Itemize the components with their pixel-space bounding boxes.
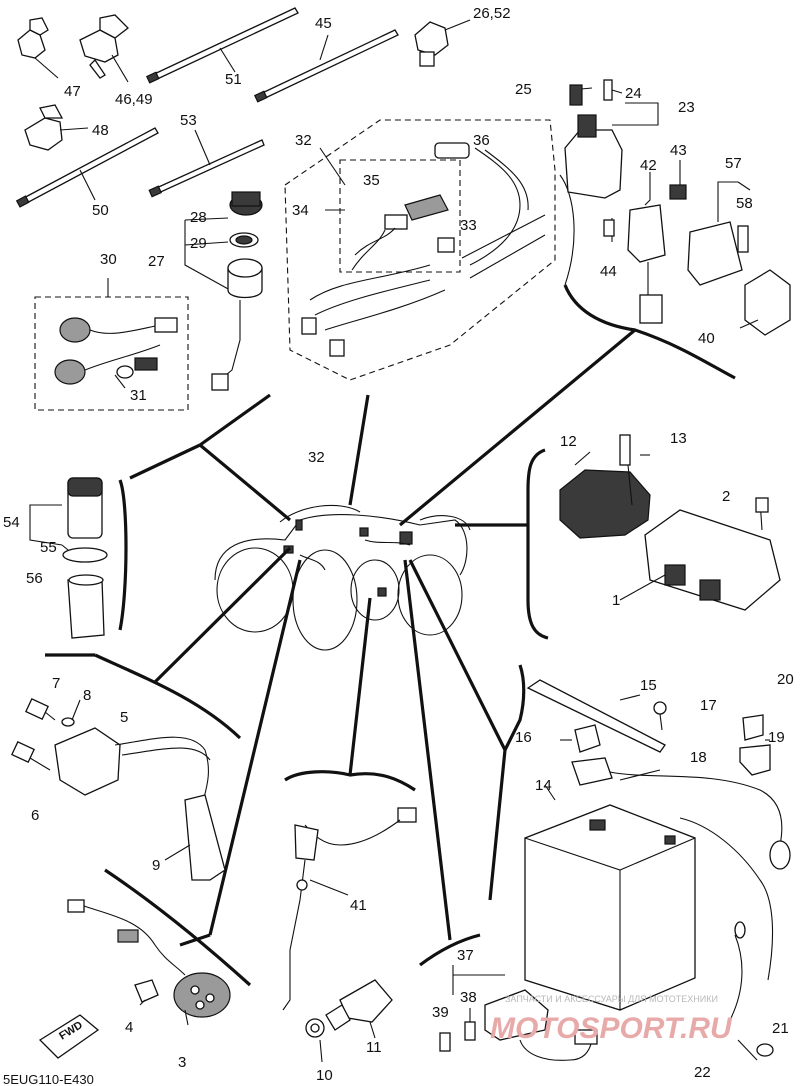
label-38: 38 [460, 989, 477, 1006]
label-53: 53 [180, 112, 197, 129]
vehicle-outline [214, 504, 471, 651]
label-25: 25 [515, 81, 532, 98]
label-15: 15 [640, 677, 657, 694]
watermark: ЗАПЧАСТИ И АКСЕССУАРЫ ДЛЯ МОТОТЕХНИКИ MO… [490, 994, 733, 1045]
bulb-group-30-31 [34, 278, 189, 411]
neutral-switch-11 [305, 979, 393, 1063]
label-45: 45 [315, 15, 332, 32]
label-10: 10 [316, 1067, 333, 1084]
cable-tie-50 [15, 127, 159, 208]
label-18: 18 [690, 749, 707, 766]
label-17: 17 [700, 697, 717, 714]
pickup-coil-group [38, 899, 231, 1059]
label-50: 50 [92, 202, 109, 219]
wire-clamp-26-52 [414, 19, 471, 67]
battery-group [524, 679, 791, 1061]
label-23: 23 [678, 99, 695, 116]
label-13: 13 [670, 430, 687, 447]
label-22: 22 [694, 1064, 711, 1081]
label-54: 54 [3, 514, 20, 531]
label-43: 43 [670, 142, 687, 159]
label-48: 48 [92, 122, 109, 139]
label-56: 56 [26, 570, 43, 587]
callout-lines [45, 284, 736, 987]
label-12: 12 [560, 433, 577, 450]
label-33: 33 [460, 217, 477, 234]
starter-relay-group [559, 79, 791, 336]
label-2: 2 [722, 488, 730, 505]
label-35: 35 [363, 172, 380, 189]
main-switch-27 [184, 191, 263, 391]
ignition-coil-group [11, 697, 226, 881]
label-58: 58 [736, 195, 753, 212]
label-20: 20 [777, 671, 794, 688]
wire-clamp-47 [17, 17, 59, 79]
label-51: 51 [225, 71, 242, 88]
label-36: 36 [473, 132, 490, 149]
label-6: 6 [31, 807, 39, 824]
label-39: 39 [432, 1004, 449, 1021]
rectifier-cdi-group [559, 434, 781, 611]
label-41: 41 [350, 897, 367, 914]
label-30: 30 [100, 251, 117, 268]
label-8: 8 [83, 687, 91, 704]
watermark-brand: MOTOSPORT.RU [490, 1012, 733, 1045]
wire-clamp-46-49 [79, 14, 129, 83]
label-7: 7 [52, 675, 60, 692]
label-57: 57 [725, 155, 742, 172]
label-24: 24 [625, 85, 642, 102]
label-4: 4 [125, 1019, 133, 1036]
cable-tie-51 [145, 7, 299, 84]
sensor-41-group [282, 807, 417, 1011]
dc-socket-group [29, 477, 108, 639]
label-55: 55 [40, 539, 57, 556]
cable-tie-45 [253, 29, 399, 103]
label-42: 42 [640, 157, 657, 174]
label-1: 1 [612, 592, 620, 609]
label-3: 3 [178, 1054, 186, 1071]
label-27: 27 [148, 253, 165, 270]
label-5: 5 [120, 709, 128, 726]
label-16: 16 [515, 729, 532, 746]
label-32-center: 32 [308, 449, 325, 466]
label-47: 47 [64, 83, 81, 100]
wire-clamp-48 [24, 104, 89, 151]
label-11: 11 [366, 1039, 382, 1056]
label-31: 31 [130, 387, 147, 404]
wire-harness-32 [284, 119, 556, 381]
label-32-harness: 32 [295, 132, 312, 149]
label-34: 34 [292, 202, 309, 219]
label-37: 37 [457, 947, 474, 964]
label-40: 40 [698, 330, 715, 347]
label-28: 28 [190, 209, 207, 226]
fuse-box-group [439, 965, 598, 1061]
label-44: 44 [600, 263, 617, 280]
label-29: 29 [190, 235, 207, 252]
diagram-code: 5EUG110-E430 [3, 1072, 94, 1086]
label-26-52: 26,52 [473, 5, 511, 22]
label-14: 14 [535, 777, 552, 794]
part-labels: 47 46,49 51 45 26,52 48 50 53 28 29 27 3… [3, 5, 794, 1086]
watermark-caption: ЗАПЧАСТИ И АКСЕССУАРЫ ДЛЯ МОТОТЕХНИКИ [505, 994, 718, 1004]
cable-tie-53 [148, 129, 265, 198]
label-46-49: 46,49 [115, 91, 153, 108]
label-19: 19 [768, 729, 785, 746]
label-21: 21 [772, 1020, 789, 1037]
label-9: 9 [152, 857, 160, 874]
